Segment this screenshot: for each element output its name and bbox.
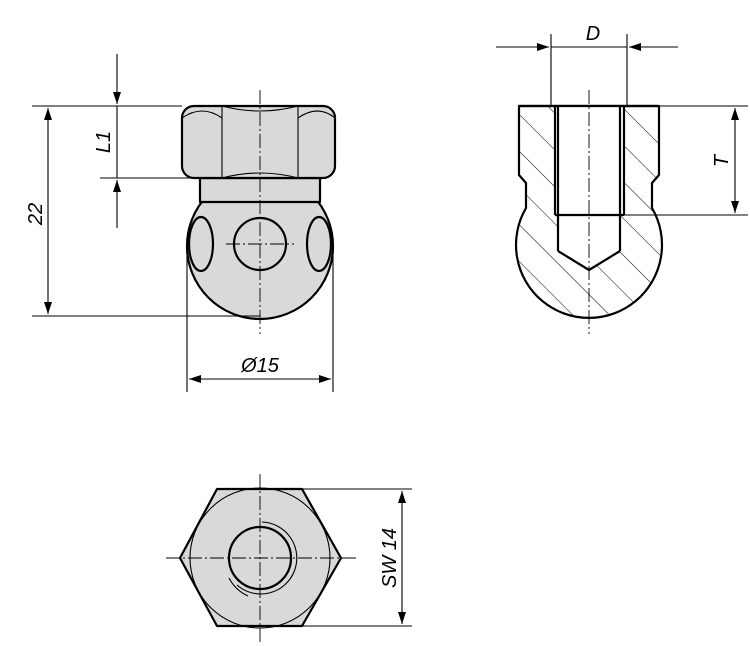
threaded-bore bbox=[555, 106, 624, 270]
dimension-D: D bbox=[496, 23, 678, 106]
front-view bbox=[180, 90, 337, 334]
label-diameter: Ø15 bbox=[240, 355, 280, 377]
dimension-SW: SW 14 bbox=[302, 488, 412, 627]
label-height: 22 bbox=[25, 203, 47, 226]
section-view bbox=[514, 90, 664, 334]
label-head-height: L1 bbox=[93, 131, 115, 153]
dimension-22: 22 bbox=[25, 105, 260, 317]
dimension-diameter: Ø15 bbox=[186, 246, 334, 392]
label-wrench-size: SW 14 bbox=[379, 528, 401, 588]
top-view bbox=[166, 474, 356, 643]
dimension-L1: L1 bbox=[93, 54, 200, 228]
hex-head bbox=[180, 104, 337, 180]
label-thread-diameter: D bbox=[586, 23, 600, 45]
label-thread-depth: T bbox=[711, 153, 733, 167]
dimension-T: T bbox=[624, 105, 748, 216]
